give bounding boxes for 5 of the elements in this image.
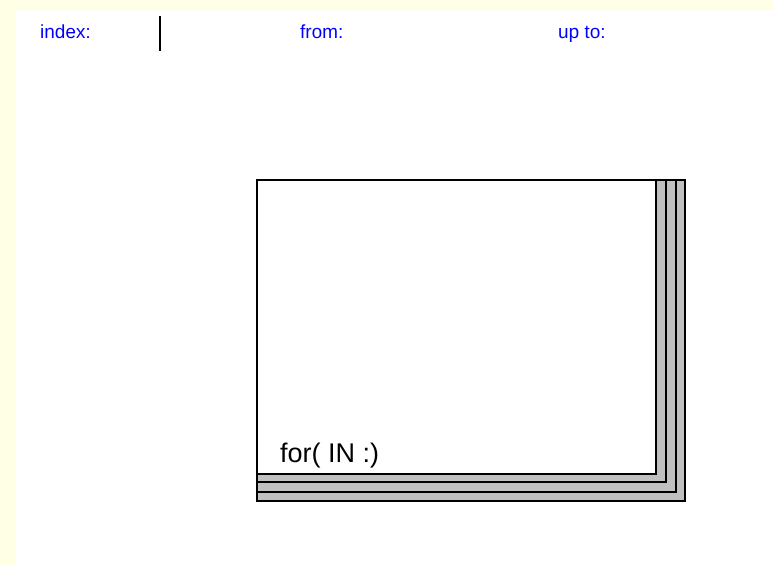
field-label: from: — [300, 21, 344, 45]
field-label: up to: — [558, 21, 606, 45]
field-label: index: — [40, 21, 91, 45]
loop-header-text: for( IN :) — [280, 437, 379, 469]
stacked-loop-box — [256, 179, 686, 502]
